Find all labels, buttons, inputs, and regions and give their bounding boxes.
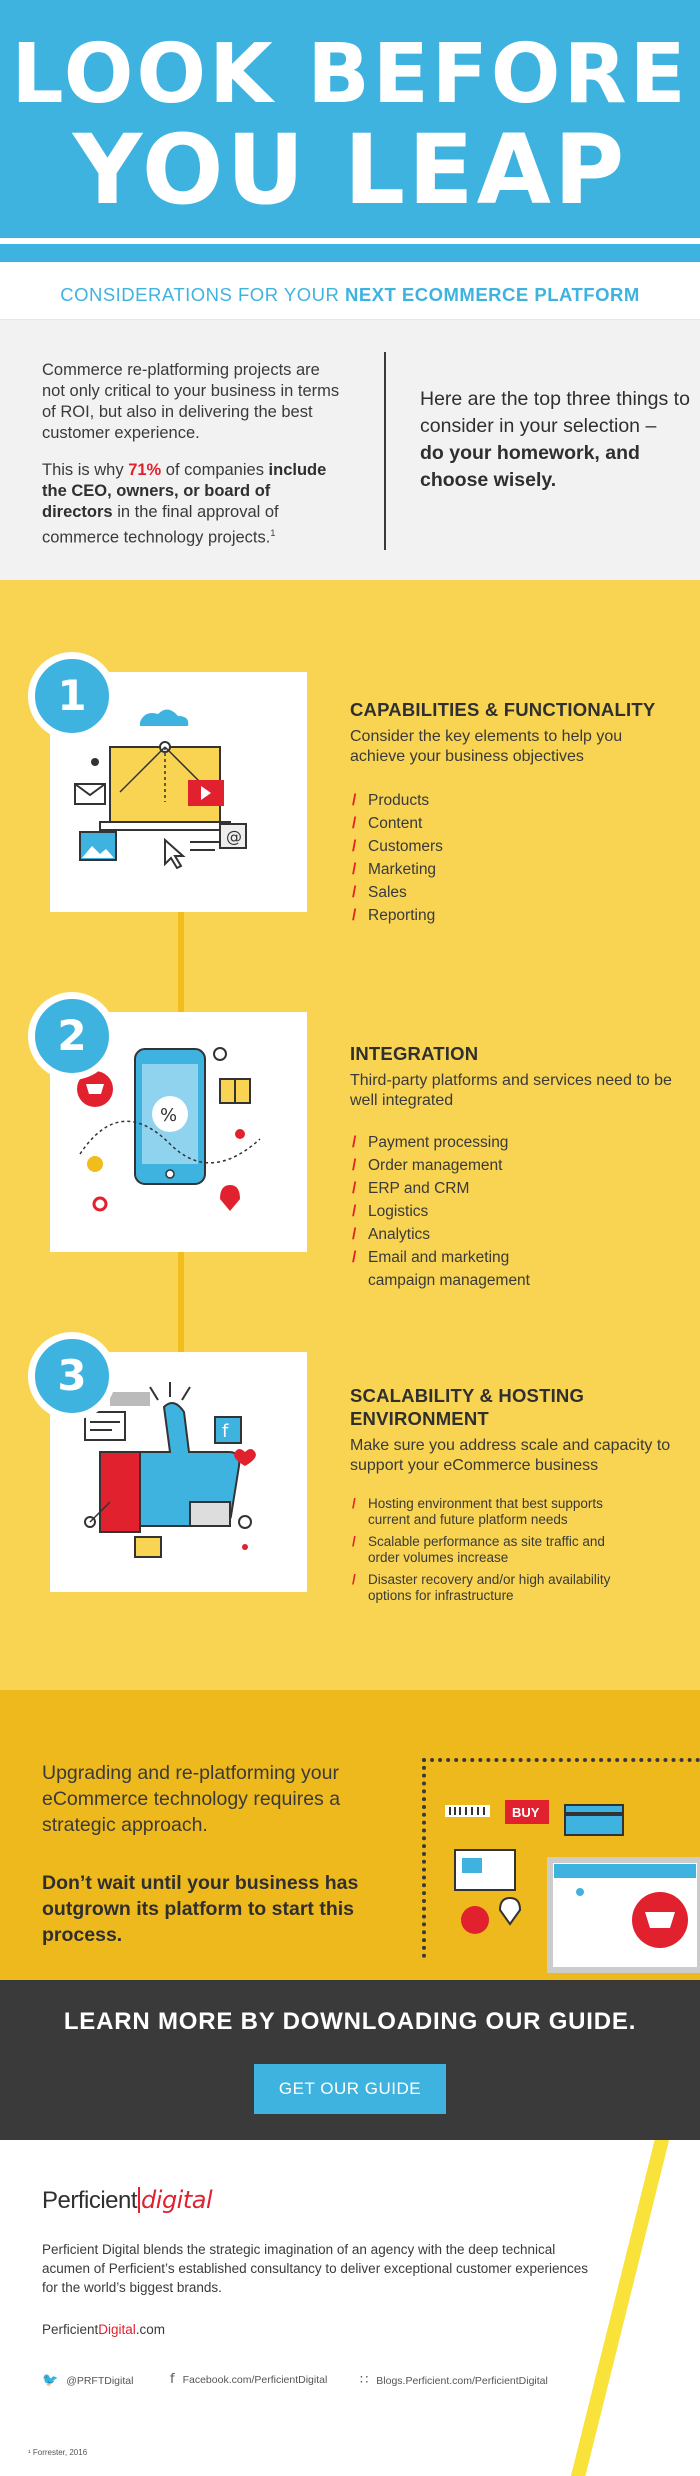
stat-71-percent: 71%: [128, 461, 162, 479]
list-item: Email and marketing campaign management: [350, 1246, 550, 1292]
facebook-url: Facebook.com/PerficientDigital: [182, 2374, 328, 2386]
social-thumbs-up-icon: f: [84, 1382, 256, 1558]
list-item: ERP and CRM: [350, 1177, 680, 1200]
step-1-title: CAPABILITIES & FUNCTIONALITY: [350, 699, 656, 720]
step-3-title: SCALABILITY & HOSTING ENVIRONMENT: [350, 1385, 585, 1429]
twitter-link[interactable]: 🐦 @PRFTDigital: [42, 2372, 133, 2388]
buy-label: BUY: [512, 1805, 540, 1820]
intro-right-plain: Here are the top three things to conside…: [420, 388, 690, 437]
list-item: Marketing: [350, 858, 680, 881]
intro-p2-b: of companies: [161, 461, 269, 479]
blog-link[interactable]: ∷ Blogs.Perficient.com/PerficientDigital: [360, 2372, 548, 2388]
list-item: Scalable performance as site traffic and…: [350, 1534, 620, 1566]
get-guide-button[interactable]: GET OUR GUIDE: [254, 2064, 446, 2114]
strategy-text: Upgrading and re-platforming your eComme…: [42, 1762, 341, 1836]
site-part-a: Perficient: [42, 2322, 99, 2337]
shopping-devices-icon: BUY: [445, 1800, 700, 1973]
mobile-integration-icon: %: [77, 1047, 261, 1212]
blog-url: Blogs.Perficient.com/PerficientDigital: [376, 2375, 548, 2387]
decorative-stripe: [559, 2140, 675, 2476]
step-3-list: Hosting environment that best supports c…: [350, 1496, 680, 1604]
step-1-text: CAPABILITIES & FUNCTIONALITY Consider th…: [350, 698, 680, 927]
list-item: Hosting environment that best supports c…: [350, 1496, 620, 1528]
step-2-description: Third-party platforms and services need …: [350, 1072, 672, 1109]
logo-divider: [138, 2187, 141, 2213]
list-item: Logistics: [350, 1200, 680, 1223]
list-item: Products: [350, 789, 680, 812]
step-3-card: f: [50, 1352, 307, 1592]
step-3-number-badge: 3: [28, 1332, 116, 1420]
about-text: Perficient Digital blends the strategic …: [42, 2242, 589, 2295]
list-item: Reporting: [350, 904, 680, 927]
intro-p2-bold: include the CEO, owners, or board of dir…: [42, 461, 327, 521]
strategy-band: Upgrading and re-platforming your eComme…: [0, 1690, 700, 1980]
list-item: Analytics: [350, 1223, 680, 1246]
svg-text:%: %: [160, 1105, 177, 1126]
hero-banner: LOOK BEFORE YOU LEAP: [0, 0, 700, 262]
step-3-description: Make sure you address scale and capacity…: [350, 1437, 671, 1474]
list-item: Sales: [350, 881, 680, 904]
step-2-list: Payment processing Order management ERP …: [350, 1131, 680, 1292]
step-2-title: INTEGRATION: [350, 1043, 479, 1064]
rss-icon: ∷: [360, 2372, 369, 2387]
intro-left: Commerce re-platforming projects are not…: [42, 360, 342, 565]
subtitle-plain: CONSIDERATIONS FOR YOUR: [60, 284, 345, 305]
intro-paragraph-1: Commerce re-platforming projects are not…: [42, 361, 340, 442]
site-part-b: Digital: [98, 2322, 136, 2337]
facebook-icon: f: [170, 2372, 175, 2387]
list-item: Payment processing: [350, 1131, 680, 1154]
logo-text-digital: digital: [141, 2186, 213, 2214]
list-item: Customers: [350, 835, 680, 858]
step-1-list: Products Content Customers Marketing Sal…: [350, 789, 680, 927]
intro-p2-c: in the final approval of commerce techno…: [42, 503, 279, 547]
intro-right: Here are the top three things to conside…: [420, 386, 690, 494]
step-1-description: Consider the key elements to help you ac…: [350, 728, 623, 765]
list-item: Order management: [350, 1154, 680, 1177]
cta-section: LEARN MORE BY DOWNLOADING OUR GUIDE. GET…: [0, 1980, 700, 2140]
svg-text:@: @: [226, 827, 242, 846]
site-part-c: .com: [135, 2322, 166, 2337]
ecommerce-laptop-icon: @: [74, 709, 247, 870]
twitter-icon: 🐦: [42, 2372, 59, 2387]
svg-text:f: f: [222, 1421, 229, 1442]
strategy-callout: Don’t wait until your business has outgr…: [42, 1872, 359, 1946]
cta-heading: LEARN MORE BY DOWNLOADING OUR GUIDE.: [63, 2008, 637, 2035]
footnote: ¹ Forrester, 2016: [28, 2448, 88, 2457]
step-2-number-badge: 2: [28, 992, 116, 1080]
intro-section: Commerce re-platforming projects are not…: [0, 320, 700, 580]
logo-text-perficient: Perficient: [42, 2187, 138, 2214]
intro-divider: [384, 352, 386, 550]
website-link[interactable]: PerficientDigital.com: [42, 2322, 165, 2337]
twitter-handle: @PRFTDigital: [66, 2375, 134, 2387]
hero-title-line2: YOU LEAP: [72, 114, 628, 226]
step-3-text: SCALABILITY & HOSTING ENVIRONMENT Make s…: [350, 1384, 680, 1610]
hero-title-line1: LOOK BEFORE: [11, 27, 689, 122]
step-2-text: INTEGRATION Third-party platforms and se…: [350, 1042, 680, 1292]
intro-p2-a: This is why: [42, 461, 129, 479]
step-1-number-badge: 1: [28, 652, 116, 740]
list-item: Content: [350, 812, 680, 835]
list-item: Disaster recovery and/or high availabili…: [350, 1572, 620, 1604]
steps-section: @ 1 CAPABILITIES & FUNCTIONALITY Conside…: [0, 580, 700, 1690]
hero-divider: [0, 238, 700, 244]
subtitle-bold: NEXT ECOMMERCE PLATFORM: [344, 284, 640, 305]
hero-subtitle: CONSIDERATIONS FOR YOUR NEXT ECOMMERCE P…: [0, 262, 700, 320]
facebook-link[interactable]: f Facebook.com/PerficientDigital: [170, 2372, 327, 2387]
dotted-frame: [422, 1758, 700, 1958]
intro-right-bold: do your homework, and choose wisely.: [420, 442, 640, 491]
footnote-ref: 1: [270, 528, 276, 538]
intro-paragraph-2: This is why 71% of companies include the…: [42, 460, 342, 549]
